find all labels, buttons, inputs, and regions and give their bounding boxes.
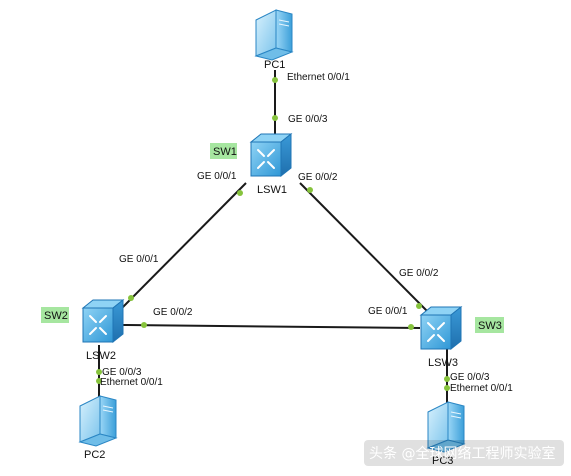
port-labels: Ethernet 0/0/1 GE 0/0/3 GE 0/0/1 GE 0/0/… [100, 72, 513, 394]
pc3-eth-label: Ethernet 0/0/1 [450, 383, 513, 394]
sw1-ge2-label: GE 0/0/2 [298, 172, 338, 183]
port-dot [272, 77, 278, 83]
lsw2-switch-icon[interactable] [81, 298, 125, 344]
pc1-eth-label: Ethernet 0/0/1 [287, 72, 350, 83]
port-dot [272, 115, 278, 121]
pc3-label: PC3 [432, 455, 453, 467]
pc1-computer-icon[interactable] [254, 9, 294, 61]
lsw1-switch-icon[interactable] [249, 132, 293, 178]
port-dot [237, 190, 243, 196]
port-dot [141, 322, 147, 328]
sw1-tag: SW1 [210, 143, 237, 159]
port-dot [444, 385, 450, 391]
sw2-ge2-label: GE 0/0/2 [153, 307, 193, 318]
pc2-eth-label: Ethernet 0/0/1 [100, 377, 163, 388]
sw1-ge3-label: GE 0/0/3 [288, 114, 328, 125]
sw1-ge1-label: GE 0/0/1 [197, 171, 237, 182]
lsw2-label: LSW2 [86, 350, 116, 362]
link-lsw1-lsw2 [121, 182, 247, 309]
port-dot [444, 376, 450, 382]
port-dot [128, 295, 134, 301]
sw2-ge3-label: GE 0/0/3 [102, 367, 142, 378]
port-dot [307, 187, 313, 193]
sw3-ge2-label: GE 0/0/2 [399, 268, 439, 279]
sw3-ge3-label: GE 0/0/3 [450, 372, 490, 383]
port-dot [96, 378, 102, 384]
pc3-computer-icon[interactable] [426, 401, 466, 453]
port-dot [96, 369, 102, 375]
port-dot [416, 303, 422, 309]
pc2-computer-icon[interactable] [78, 395, 118, 447]
port-dot [408, 324, 414, 330]
pc1-label: PC1 [264, 59, 285, 71]
port-dots [96, 77, 450, 391]
watermark-text: 头条 @全球网络工程师实验室 [369, 445, 555, 462]
lsw1-label: LSW1 [257, 184, 287, 196]
sw2-ge1-label: GE 0/0/1 [119, 254, 159, 265]
sw1-tag-text: SW1 [213, 146, 237, 158]
sw2-tag: SW2 [41, 307, 69, 323]
sw2-tag-text: SW2 [44, 310, 68, 322]
links [98, 70, 448, 405]
pc2-label: PC2 [84, 449, 105, 461]
link-lsw1-lsw3 [299, 182, 431, 315]
watermark: 头条 @全球网络工程师实验室 [364, 440, 564, 466]
sw3-tag: SW3 [475, 317, 504, 333]
link-lsw2-lsw3 [121, 324, 421, 329]
sw3-ge1-label: GE 0/0/1 [368, 306, 408, 317]
sw3-tag-text: SW3 [478, 320, 502, 332]
lsw3-label: LSW3 [428, 357, 458, 369]
lsw3-switch-icon[interactable] [419, 305, 463, 351]
